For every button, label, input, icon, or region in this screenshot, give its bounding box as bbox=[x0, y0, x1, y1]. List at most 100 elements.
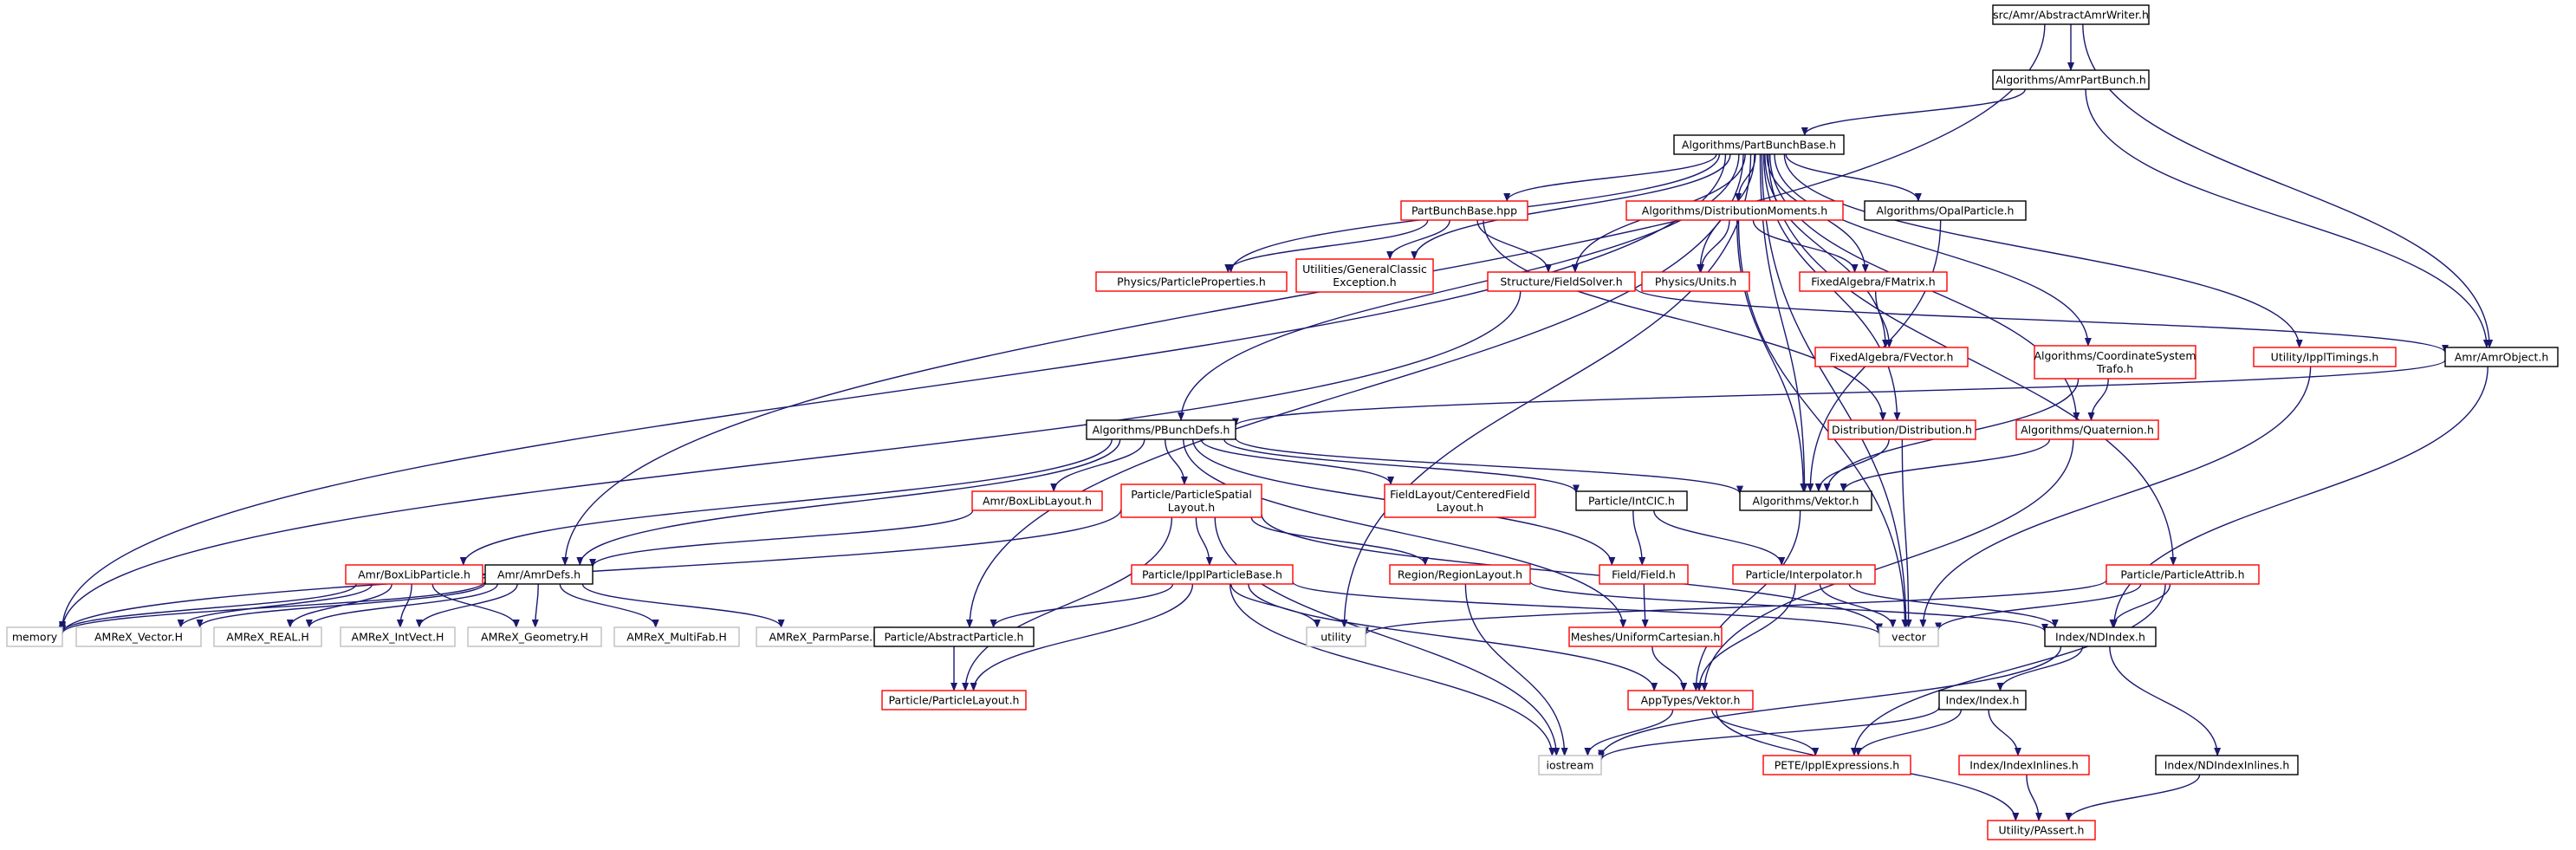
node-label: Field/Field.h bbox=[1612, 568, 1676, 581]
edge-pbunchdefs-to-algvektor bbox=[1235, 438, 1743, 495]
edge-ndindex-to-indexh bbox=[1996, 646, 2084, 691]
node-fieldsolver[interactable]: Structure/FieldSolver.h bbox=[1487, 271, 1636, 292]
edge-algvektor-to-appvektor bbox=[1692, 509, 1801, 691]
node-box bbox=[6, 626, 63, 647]
node-fieldfield[interactable]: Field/Field.h bbox=[1599, 564, 1689, 585]
node-particlelayout[interactable]: Particle/ParticleLayout.h bbox=[881, 690, 1027, 710]
edge-pbunchdefs-to-boxliblayout bbox=[1050, 438, 1145, 492]
node-ndindexinlines[interactable]: Index/NDIndexInlines.h bbox=[2155, 755, 2299, 775]
node-ndindex[interactable]: Index/NDIndex.h bbox=[2044, 626, 2157, 647]
edge-amrpartbunch-to-amrobject bbox=[2085, 88, 2490, 348]
node-algvektor[interactable]: Algorithms/Vektor.h bbox=[1739, 490, 1872, 511]
node-box bbox=[2155, 755, 2299, 775]
node-label: Amr/BoxLibLayout.h bbox=[983, 495, 1092, 508]
node-distribution[interactable]: Distribution/Distribution.h bbox=[1827, 419, 1976, 440]
node-pbunchdefs[interactable]: Algorithms/PBunchDefs.h bbox=[1086, 419, 1236, 440]
node-ipplparticlebase[interactable]: Particle/IpplParticleBase.h bbox=[1131, 564, 1294, 585]
node-boxliblayout[interactable]: Amr/BoxLibLayout.h bbox=[971, 490, 1103, 511]
node-quaternion[interactable]: Algorithms/Quaternion.h bbox=[2015, 419, 2159, 440]
node-amrobject[interactable]: Amr/AmrObject.h bbox=[2444, 347, 2559, 367]
edge-regionlayout-to-iostream bbox=[1464, 583, 1568, 756]
edge-pbunchdefs-to-uniformcart bbox=[1183, 438, 1627, 628]
node-abstractparticle[interactable]: Particle/AbstractParticle.h bbox=[873, 626, 1035, 647]
edge-partbunchbase-to-partbunchbase_hpp bbox=[1503, 153, 1717, 202]
edge-amrdefs-to-memory bbox=[59, 581, 486, 635]
node-fmatrix[interactable]: FixedAlgebra/FMatrix.h bbox=[1799, 271, 1948, 292]
edge-ipplparticlebase-to-particlelayout bbox=[970, 583, 1194, 691]
node-label: AMReX_Vector.H bbox=[94, 631, 183, 644]
edge-distribution-to-algvektor bbox=[1814, 438, 1890, 492]
node-interpolator[interactable]: Particle/Interpolator.h bbox=[1732, 564, 1876, 585]
node-box bbox=[340, 626, 456, 647]
edge-amrdefs-to-amrex_parmparse bbox=[581, 583, 785, 628]
edge-boxlibparticle-to-amrex_geometry bbox=[431, 583, 520, 628]
edge-amrdefs-to-amrex_geometry bbox=[531, 583, 539, 628]
node-box bbox=[613, 626, 740, 647]
edge-pbunchdefs-to-boxlibparticle bbox=[459, 438, 1113, 566]
node-box bbox=[1878, 626, 1939, 647]
node-amrex_intvect: AMReX_IntVect.H bbox=[340, 626, 456, 647]
node-uniformcart[interactable]: Meshes/UniformCartesian.h bbox=[1568, 626, 1723, 647]
node-box bbox=[1400, 200, 1528, 221]
node-box bbox=[213, 626, 322, 647]
edge-fieldsolver-to-amrobject bbox=[1634, 287, 2449, 354]
node-label: Region/RegionLayout.h bbox=[1398, 568, 1522, 581]
edge-particlespatial-to-ipplparticlebase bbox=[1195, 516, 1213, 566]
node-label: AppTypes/Vektor.h bbox=[1641, 694, 1741, 707]
edge-uniformcart-to-appvektor bbox=[1651, 646, 1688, 691]
node-label: Particle/ParticleLayout.h bbox=[889, 694, 1020, 707]
edge-ipplparticlebase-to-iostream bbox=[1229, 583, 1556, 756]
node-fvector[interactable]: FixedAlgebra/FVector.h bbox=[1814, 347, 1969, 367]
node-box bbox=[1095, 271, 1288, 292]
node-intcic[interactable]: Particle/IntCIC.h bbox=[1575, 490, 1688, 511]
node-box bbox=[1673, 134, 1845, 155]
node-indexh[interactable]: Index/Index.h bbox=[1938, 690, 2027, 710]
node-particleattrib[interactable]: Particle/ParticleAttrib.h bbox=[2106, 564, 2260, 585]
node-amrex_geometry: AMReX_Geometry.H bbox=[467, 626, 602, 647]
node-partbunchbase[interactable]: Algorithms/PartBunchBase.h bbox=[1673, 134, 1845, 155]
edge-partbunchbase-to-particleattrib bbox=[1768, 153, 2177, 566]
node-label: utility bbox=[1320, 631, 1352, 644]
node-units[interactable]: Physics/Units.h bbox=[1641, 271, 1750, 292]
node-box bbox=[1641, 271, 1750, 292]
node-amrdefs[interactable]: Amr/AmrDefs.h bbox=[484, 564, 594, 585]
node-opalparticle[interactable]: Algorithms/OpalParticle.h bbox=[1864, 200, 2027, 221]
node-box bbox=[2106, 564, 2260, 585]
node-box bbox=[1992, 4, 2150, 25]
node-particleprops[interactable]: Physics/ParticleProperties.h bbox=[1095, 271, 1288, 292]
edge-amrdefs-to-amrex_real bbox=[305, 583, 498, 628]
node-ipplexpr[interactable]: PETE/IpplExpressions.h bbox=[1762, 755, 1911, 775]
node-boxlibparticle[interactable]: Amr/BoxLibParticle.h bbox=[345, 564, 483, 585]
edge-pbunchdefs-to-centeredfield bbox=[1200, 438, 1394, 485]
edge-fieldfield-to-uniformcart bbox=[1641, 583, 1649, 628]
node-amrpartbunch[interactable]: Algorithms/AmrPartBunch.h bbox=[1992, 69, 2150, 90]
node-root[interactable]: src/Amr/AbstractAmrWriter.h bbox=[1992, 4, 2150, 25]
node-regionlayout[interactable]: Region/RegionLayout.h bbox=[1389, 564, 1531, 585]
node-distmoments[interactable]: Algorithms/DistributionMoments.h bbox=[1625, 200, 1844, 221]
node-label: Particle/IpplParticleBase.h bbox=[1142, 568, 1282, 581]
node-ippltimings[interactable]: Utility/IpplTimings.h bbox=[2253, 347, 2397, 367]
node-label: FixedAlgebra/FMatrix.h bbox=[1811, 276, 1935, 289]
node-label: Algorithms/PBunchDefs.h bbox=[1093, 424, 1230, 437]
node-passert[interactable]: Utility/PAssert.h bbox=[1987, 820, 2096, 840]
node-box bbox=[1131, 564, 1294, 585]
edge-indexh-to-iostream bbox=[1598, 706, 1940, 762]
node-indexinlines[interactable]: Index/IndexInlines.h bbox=[1958, 755, 2090, 775]
edge-ippltimings-to-vector bbox=[1919, 366, 2312, 628]
node-box bbox=[971, 490, 1103, 511]
node-memory: memory bbox=[6, 626, 63, 647]
node-box bbox=[2253, 347, 2397, 367]
node-label: Layout.h bbox=[1437, 501, 1483, 514]
node-label: Amr/AmrObject.h bbox=[2455, 351, 2549, 364]
node-partbunchbase_hpp[interactable]: PartBunchBase.hpp bbox=[1400, 200, 1528, 221]
edge-particlespatial-to-iostream bbox=[1214, 516, 1561, 756]
edge-particlespatial-to-regionlayout bbox=[1250, 516, 1429, 566]
node-appvektor[interactable]: AppTypes/Vektor.h bbox=[1627, 690, 1754, 710]
node-box bbox=[1814, 347, 1969, 367]
node-box bbox=[1575, 490, 1688, 511]
edge-interpolator-to-vector bbox=[1819, 583, 1897, 628]
